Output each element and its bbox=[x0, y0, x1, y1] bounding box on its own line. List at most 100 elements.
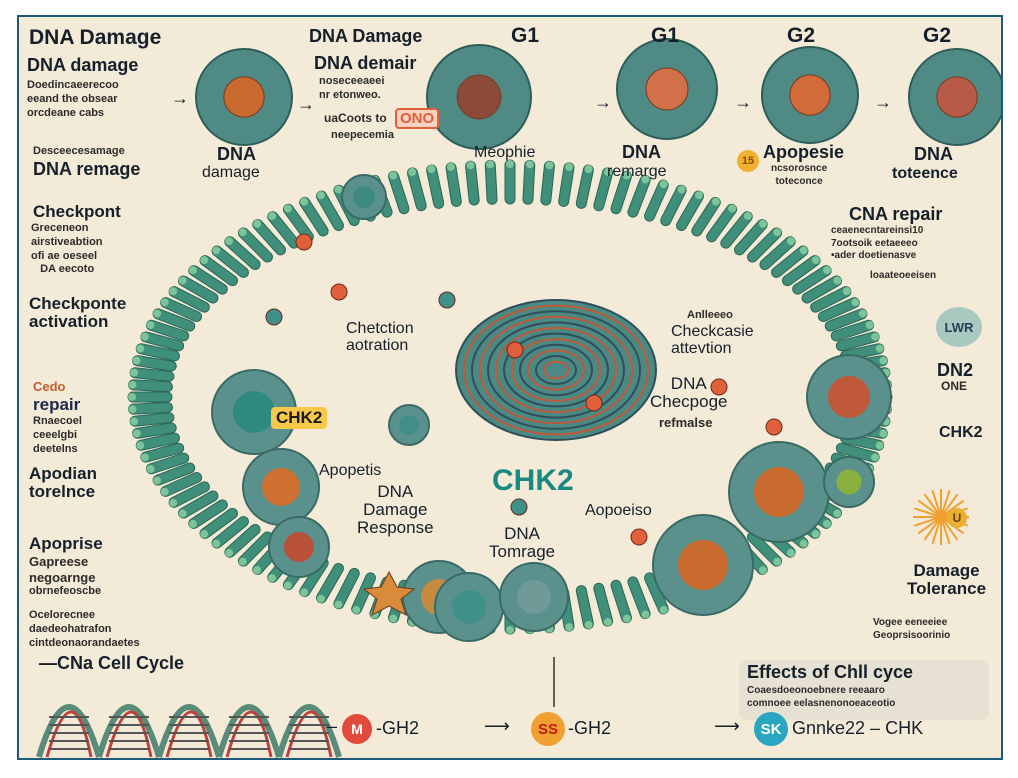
m-badge: M bbox=[342, 714, 372, 744]
membrane-segment bbox=[129, 412, 175, 427]
membrane-segment bbox=[792, 265, 832, 295]
stage-title-4: G1 bbox=[651, 24, 680, 47]
dna-helix-strand bbox=[276, 704, 342, 758]
chk2-main-label: CHK2 bbox=[492, 464, 574, 497]
left-block-apoprise-body: obrnefeoscbe bbox=[29, 585, 102, 597]
membrane-segment bbox=[593, 582, 614, 627]
caption-meophie: Meophie bbox=[474, 144, 536, 161]
sunburst-ray bbox=[917, 516, 942, 535]
label-aopoeiso: Aopoeiso bbox=[585, 502, 652, 519]
sk-badge: SK bbox=[754, 712, 788, 746]
membrane-segment bbox=[168, 286, 210, 313]
damage-tolerance-title: Damage Tolerance bbox=[907, 561, 987, 598]
chk2-side-label: CHK2 bbox=[939, 424, 983, 441]
membrane-segment bbox=[810, 286, 852, 313]
stage-title-1: DNA Damage bbox=[29, 26, 162, 49]
star-shape bbox=[362, 570, 416, 617]
left-block-dna-damage-body: Doedincaeerecoo eeand the obsear orcdean… bbox=[27, 79, 119, 119]
dna-helix-strand bbox=[36, 704, 102, 758]
dna-demair-prefix: uaCoots to bbox=[324, 111, 387, 125]
label-dna-checpoge-sub: refmalse bbox=[659, 415, 713, 430]
small-molecule bbox=[295, 233, 313, 251]
label-dna-damage-response: DNA Damage Response bbox=[357, 482, 434, 537]
small-molecule bbox=[438, 291, 456, 309]
membrane-segment bbox=[316, 562, 344, 604]
caption-dna-2: DNA bbox=[622, 142, 661, 162]
arrow-icon: → bbox=[874, 92, 892, 112]
illustration-canvas bbox=[36, 38, 1001, 758]
membrane-segment bbox=[558, 162, 575, 207]
membrane-segment bbox=[299, 196, 329, 237]
effects-box bbox=[739, 660, 989, 720]
inner-cell-core bbox=[517, 580, 551, 614]
dna-helix-strand bbox=[216, 704, 282, 758]
left-block-apoprise-title: Apoprise bbox=[29, 534, 103, 553]
sunburst-ray bbox=[940, 516, 959, 541]
membrane-segment bbox=[127, 391, 173, 403]
small-molecule bbox=[765, 418, 783, 436]
label-checkcase-kicker: Anlleeeo bbox=[687, 309, 733, 321]
arrow-icon: → bbox=[594, 92, 612, 112]
membrane-segment bbox=[660, 184, 687, 227]
membrane-segment bbox=[135, 343, 180, 362]
membrane-segment bbox=[504, 159, 516, 205]
membrane-segment bbox=[824, 308, 868, 332]
center-spiral-ring bbox=[519, 343, 593, 397]
small-molecule bbox=[265, 308, 283, 326]
caption-dna: DNA bbox=[217, 144, 256, 164]
sunburst-ray bbox=[914, 507, 942, 518]
membrane-segment bbox=[132, 422, 177, 439]
small-molecule bbox=[710, 378, 728, 396]
badge-15: 15 bbox=[737, 150, 759, 172]
membrane-segment bbox=[771, 245, 809, 278]
cell-1-nucleus bbox=[223, 76, 265, 118]
inner-cell-core bbox=[262, 468, 300, 506]
center-spiral-ring bbox=[495, 327, 617, 413]
label-chetction: Chetction aotration bbox=[346, 320, 414, 354]
membrane-segment bbox=[152, 462, 196, 486]
left-block-checkpont-title: Checkpont bbox=[33, 202, 121, 221]
stage-title-5: G2 bbox=[787, 24, 816, 47]
stage-title-2: DNA Damage bbox=[309, 26, 423, 46]
inner-cell-core bbox=[754, 467, 804, 517]
membrane-segment bbox=[610, 170, 632, 215]
small-molecule bbox=[330, 283, 348, 301]
membrane-segment bbox=[135, 432, 180, 451]
membrane-segment bbox=[160, 297, 203, 322]
membrane-segment bbox=[160, 472, 203, 497]
center-spiral-ring bbox=[511, 338, 601, 402]
membrane-segment bbox=[817, 297, 860, 322]
lwr-badge: LWR bbox=[936, 307, 982, 347]
center-spiral-ring bbox=[479, 315, 633, 425]
inner-cell-core bbox=[233, 391, 275, 433]
label-apopotis: Apopetis bbox=[319, 462, 382, 479]
membrane-segment bbox=[575, 164, 594, 209]
membrane-segment bbox=[224, 236, 261, 271]
arrow-icon: → bbox=[734, 92, 752, 112]
membrane-segment bbox=[540, 160, 555, 206]
center-spiral-ring bbox=[535, 355, 577, 385]
inner-cell-core bbox=[452, 590, 486, 624]
center-spiral-ring bbox=[463, 304, 649, 436]
inner-cell-core bbox=[353, 186, 375, 208]
membrane-segment bbox=[282, 203, 314, 243]
center-spiral-ring bbox=[543, 360, 569, 380]
cell-4-nucleus bbox=[789, 74, 831, 116]
bottom-label-3: Gnnke22 – CHK bbox=[792, 718, 924, 738]
caption-apopesie: Apopesie bbox=[763, 142, 845, 162]
left-block-apodian-tolerance: Apodian torelnce bbox=[29, 464, 97, 501]
small-molecule bbox=[585, 394, 603, 412]
dn2-title: DN2 bbox=[937, 360, 974, 380]
membrane-segment bbox=[720, 211, 753, 249]
membrane-segment bbox=[224, 523, 261, 558]
membrane-segment bbox=[128, 379, 173, 393]
dna-demair-title: DNA demair bbox=[314, 53, 417, 73]
membrane-segment bbox=[706, 203, 738, 243]
stage-title-3: G1 bbox=[511, 24, 540, 47]
cell-5-nucleus bbox=[936, 76, 978, 118]
membrane-segment bbox=[188, 265, 228, 295]
membrane-segment bbox=[627, 174, 651, 218]
membrane-segment bbox=[610, 579, 632, 624]
caption-remarge: remarge bbox=[607, 163, 667, 180]
arrow-icon: ⟶ bbox=[714, 716, 740, 736]
